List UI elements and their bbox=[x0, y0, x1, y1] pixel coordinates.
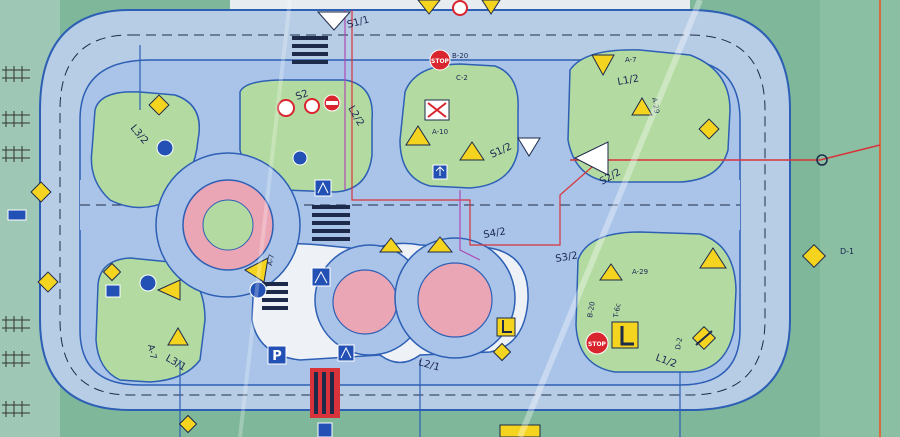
priority-diamond-3 bbox=[801, 243, 827, 269]
small-yellow-marker bbox=[496, 317, 516, 337]
code-d1-right: D-1 bbox=[840, 247, 854, 256]
warning-triangle-mid-2 bbox=[378, 237, 404, 253]
left-sign-blue-2 bbox=[105, 284, 121, 298]
yield-triangle-top-right bbox=[481, 0, 501, 15]
paper-fold-1 bbox=[517, 0, 703, 437]
roundabout-mid-left-pink bbox=[332, 269, 398, 335]
parking-sign-letter: P bbox=[272, 349, 282, 364]
prohibition-sign-2 bbox=[304, 98, 320, 114]
route-magenta bbox=[344, 10, 481, 261]
roundabout-sign-4 bbox=[292, 150, 308, 166]
warning-triangle-island-right bbox=[631, 97, 653, 116]
roundabout-sign-1 bbox=[156, 139, 174, 157]
crosswalk-left-bottom bbox=[262, 282, 288, 310]
code-a29-top: A-29 bbox=[650, 97, 661, 114]
stop-sign-top-text: STOP bbox=[431, 58, 450, 65]
left-sign-x bbox=[30, 181, 52, 203]
bottom-priority-diamond bbox=[178, 414, 198, 434]
pedestrian-crossing-sign-1 bbox=[314, 179, 332, 197]
code-a7-mid: A-7 bbox=[266, 254, 276, 267]
t6c-marker bbox=[611, 321, 639, 349]
warning-triangle-mid bbox=[459, 141, 485, 161]
roundabout-sign-2 bbox=[139, 274, 157, 292]
route-red-east bbox=[570, 144, 881, 161]
end-priority-marker bbox=[691, 325, 717, 351]
code-a29-bottom: A-29 bbox=[632, 268, 648, 276]
code-a10: A-10 bbox=[432, 128, 448, 136]
bottom-yellow-band bbox=[499, 424, 541, 437]
warning-triangle-left-bottom-2 bbox=[167, 327, 189, 346]
no-entry-sign bbox=[323, 94, 341, 112]
warning-triangle-left-bottom bbox=[156, 279, 181, 301]
code-a7-left: A-7 bbox=[145, 344, 157, 360]
pedestrian-crossing-sign-2 bbox=[311, 267, 331, 287]
paper-fold-2 bbox=[238, 0, 292, 437]
stop-sign-top: STOP bbox=[429, 49, 451, 71]
code-d2-bottom: D-2 bbox=[674, 337, 684, 351]
prohibition-sign-1 bbox=[277, 99, 295, 117]
left-fence-group bbox=[2, 66, 30, 417]
warning-triangle-small-1 bbox=[426, 236, 454, 253]
stop-sign-bottom-text: STOP bbox=[588, 341, 607, 348]
code-b20-top: B-20 bbox=[452, 52, 468, 60]
warning-triangle-mid-left bbox=[243, 257, 269, 283]
yield-triangle-mid bbox=[517, 137, 541, 157]
label-s4: S4/2 bbox=[483, 226, 507, 241]
pedestrian-crossing-sign-3 bbox=[337, 344, 355, 362]
give-way-marker-right bbox=[573, 141, 609, 176]
roundabout-left-center bbox=[202, 199, 254, 251]
code-c2: C-2 bbox=[456, 74, 468, 82]
parking-sign: P bbox=[267, 345, 287, 365]
left-sign-x-2 bbox=[37, 271, 59, 293]
code-t6c: T-6c bbox=[612, 303, 623, 320]
crosswalk-top bbox=[292, 36, 328, 64]
priority-diamond-1 bbox=[148, 94, 170, 116]
right-grass-strip bbox=[820, 0, 900, 437]
one-way-sign bbox=[432, 164, 448, 180]
junction-marker bbox=[816, 154, 828, 166]
yield-triangle-left-top bbox=[417, 0, 441, 15]
prohibition-sign-3 bbox=[452, 0, 468, 16]
route-blue-branches bbox=[139, 45, 681, 437]
warning-triangle-top-right bbox=[591, 54, 615, 77]
warning-triangle-a10 bbox=[405, 125, 431, 146]
priority-diamond-2 bbox=[698, 118, 720, 140]
code-a7-top: A-7 bbox=[625, 56, 637, 64]
crosswalk-middle bbox=[312, 205, 350, 241]
railway-crossing-sign bbox=[424, 99, 450, 121]
warning-triangle-bottom-right-2 bbox=[599, 263, 623, 281]
label-s2: S2 bbox=[294, 88, 310, 103]
left-sign-x-3 bbox=[102, 262, 122, 282]
route-red-main bbox=[351, 10, 601, 246]
crosswalk-bottom bbox=[310, 368, 340, 418]
pedestrian-crossing-sign-4 bbox=[317, 422, 333, 437]
label-l1: L1/2 bbox=[617, 73, 640, 88]
stop-sign-bottom: STOP bbox=[585, 331, 609, 355]
yield-triangle-top bbox=[316, 11, 352, 31]
warning-triangle-right-bottom bbox=[699, 247, 727, 269]
label-l2-bottom: L2/1 bbox=[417, 357, 441, 373]
outer-lane-dashes bbox=[59, 34, 766, 396]
roundabout-sign-3 bbox=[249, 281, 267, 299]
label-s3: S3/2 bbox=[555, 250, 579, 265]
priority-diamond-4 bbox=[492, 342, 512, 362]
roundabout-mid-right-pink bbox=[417, 262, 493, 338]
code-b20-bottom: B-20 bbox=[586, 301, 597, 318]
left-sign-blue bbox=[7, 209, 27, 221]
